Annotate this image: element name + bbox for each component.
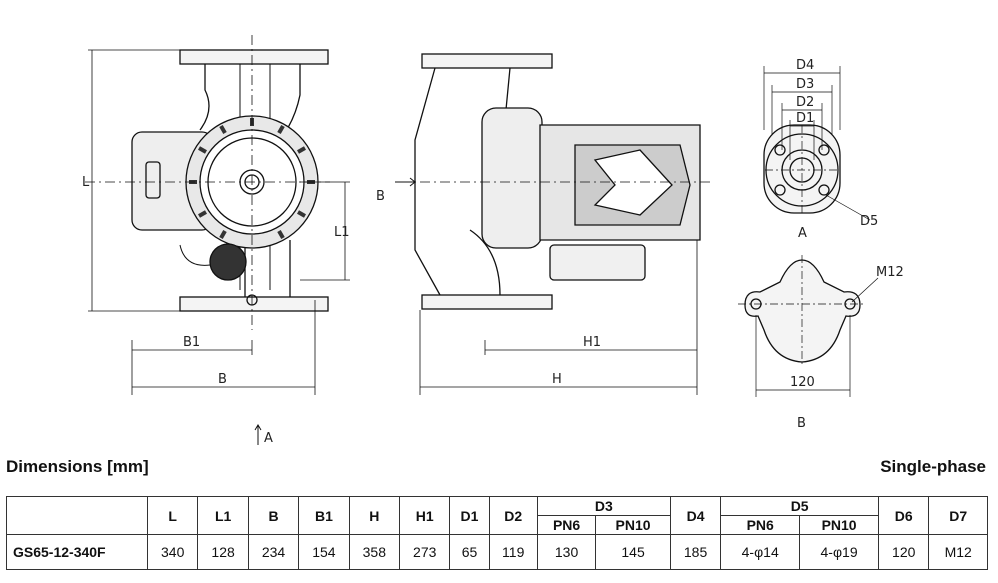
view-b (738, 255, 879, 397)
phase-label: Single-phase (880, 457, 986, 476)
cell-D7: M12 (928, 534, 988, 570)
cell-B1: 154 (298, 534, 350, 570)
dim-label-L: L (82, 175, 90, 190)
cell-L1: 128 (197, 534, 249, 570)
cell-D5-pn6: 4-φ14 (720, 534, 801, 570)
header-D6: D6 (878, 496, 930, 535)
technical-drawing: L L1 B1 B A B H1 H D4 D3 D2 D1 D5 A M12 … (82, 35, 904, 446)
header-B: B (247, 496, 300, 535)
header-d5-pn10: PN10 (799, 515, 880, 535)
dim-label-D5: D5 (860, 214, 878, 229)
cell-H: 358 (348, 534, 401, 570)
view-arrow-label-a: A (264, 431, 273, 446)
header-D7: D7 (928, 496, 988, 535)
table-title: Dimensions [mm] (6, 457, 149, 476)
header-B1: B1 (298, 496, 350, 535)
header-empty (6, 496, 148, 535)
cell-D2: 119 (488, 534, 538, 570)
cell-H1: 273 (399, 534, 451, 570)
view-label-b: B (797, 416, 806, 431)
header-D2: D2 (488, 496, 538, 535)
header-H: H (348, 496, 401, 535)
view-a (763, 66, 871, 221)
cell-model: GS65-12-340F (6, 534, 148, 570)
header-d3-pn10: PN10 (595, 515, 671, 535)
header-D5: D5 (720, 496, 880, 516)
table-row: GS65-12-340F 340 128 234 154 358 273 65 … (6, 534, 988, 570)
dim-label-H: H (552, 372, 562, 387)
cell-D4: 185 (669, 534, 722, 570)
side-view (395, 53, 710, 395)
dim-label-H1: H1 (583, 335, 601, 350)
dim-label-M12: M12 (876, 265, 904, 280)
header-D1: D1 (449, 496, 490, 535)
dimensions-table: L L1 B B1 H H1 D1 D2 D3 D4 D5 D6 D7 PN6 … (6, 496, 988, 570)
dim-label-B1: B1 (183, 335, 200, 350)
view-label-a: A (798, 226, 807, 241)
view-arrow-label-b: B (376, 189, 385, 204)
cell-D3-pn6: 130 (536, 534, 597, 570)
dim-label-D4: D4 (796, 58, 814, 73)
dim-label-D1: D1 (796, 111, 814, 126)
dim-label-B: B (218, 372, 227, 387)
cell-D5-pn10: 4-φ19 (799, 534, 880, 570)
cell-D3-pn10: 145 (595, 534, 671, 570)
front-view (85, 35, 350, 445)
header-D4: D4 (669, 496, 722, 535)
dim-label-L1: L1 (334, 225, 350, 240)
header-L1: L1 (197, 496, 249, 535)
dim-label-120: 120 (790, 375, 815, 390)
cell-D1: 65 (449, 534, 490, 570)
dim-label-D2: D2 (796, 95, 814, 110)
header-H1: H1 (399, 496, 451, 535)
cell-L: 340 (146, 534, 199, 570)
header-L: L (146, 496, 199, 535)
header-d5-pn6: PN6 (720, 515, 801, 535)
header-d3-pn6: PN6 (536, 515, 597, 535)
header-D3: D3 (536, 496, 671, 516)
cell-D6: 120 (878, 534, 930, 570)
dim-label-D3: D3 (796, 77, 814, 92)
cell-B: 234 (247, 534, 300, 570)
